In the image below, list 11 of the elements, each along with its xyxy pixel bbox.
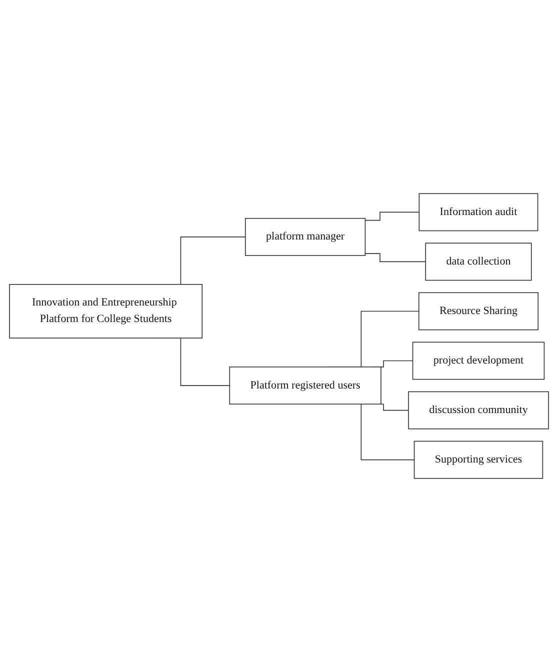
- node-box: Supporting services: [414, 440, 544, 479]
- node-box: project development: [412, 342, 545, 380]
- node-box: data collection: [425, 242, 532, 281]
- node-box: Innovation and Entrepreneurship Platform for College Students: [9, 284, 203, 338]
- connector: [364, 212, 420, 221]
- node-box: discussion community: [408, 391, 549, 430]
- node-box: Information audit: [418, 193, 538, 232]
- node-box: platform manager: [244, 218, 366, 256]
- connector: [364, 253, 426, 262]
- node-box: Resource Sharing: [418, 292, 538, 330]
- node-box: Platform registered users: [229, 366, 382, 405]
